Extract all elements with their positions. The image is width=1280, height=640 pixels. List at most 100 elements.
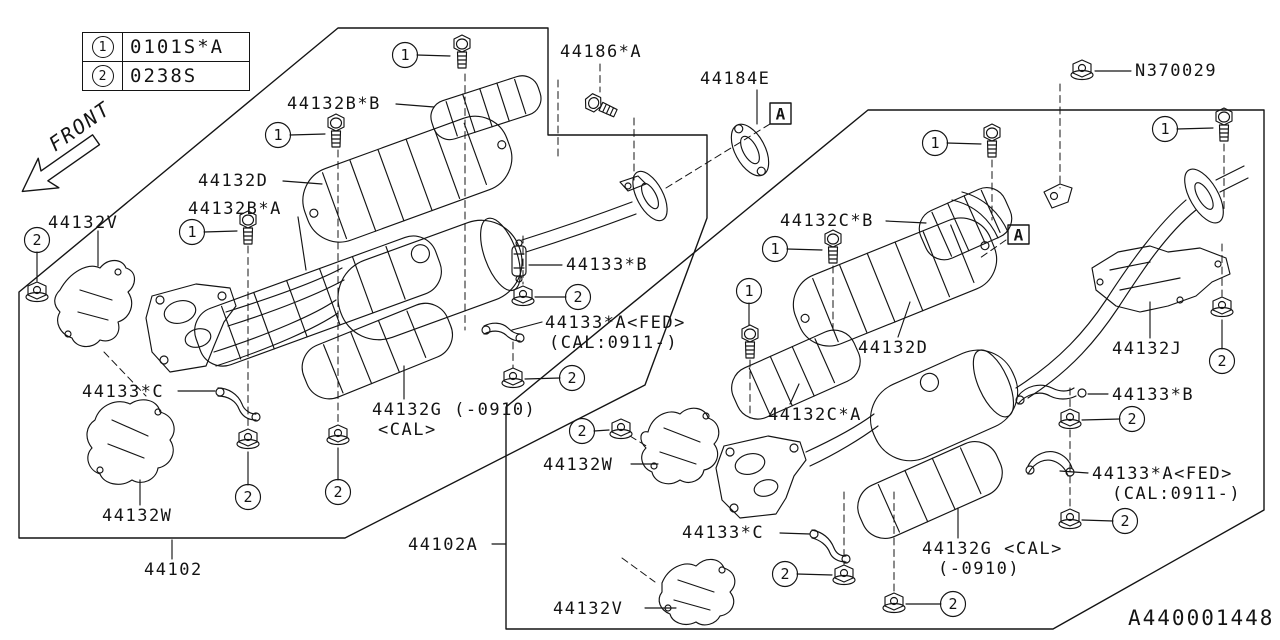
section-marker-box	[1007, 224, 1030, 245]
rear-flange-right	[1184, 168, 1224, 224]
callout-number: 2	[32, 231, 41, 249]
exit-flange-left	[632, 170, 668, 222]
drawing-id: A440001448	[1128, 606, 1274, 630]
rear-pipe-stub-right	[1215, 165, 1249, 193]
part-label-44133-C-R: 44133*C	[682, 523, 764, 543]
nut-icon	[25, 281, 49, 303]
part-label-44133-C-L: 44133*C	[82, 382, 164, 402]
bolt-icon	[581, 91, 620, 122]
heat-shield-44132D-right	[792, 217, 998, 347]
bracket-44133C-left	[215, 387, 261, 422]
callout-number: 1	[770, 240, 779, 258]
right-assembly-outline	[505, 109, 1265, 630]
callout-number: 1	[187, 223, 196, 241]
leader-line-44132B-A	[297, 216, 307, 271]
dashed-construction-line	[621, 557, 656, 583]
callout-leader	[786, 248, 823, 251]
heat-shield-44132D-left	[302, 115, 513, 243]
dashed-construction-line	[103, 351, 147, 397]
exit-pipe-left	[521, 201, 637, 253]
nut-icon	[1070, 59, 1094, 81]
callout-leader	[289, 133, 326, 136]
bolt-icon	[1215, 107, 1233, 142]
heat-shield-44132C-B	[918, 187, 1013, 261]
callout-circle-1	[735, 277, 763, 305]
part-label-44132B-B: 44132B*B	[287, 94, 381, 114]
leader-line-44133-A-R1	[1059, 470, 1089, 474]
manifold-flange-right	[715, 435, 807, 519]
bolt-icon	[741, 324, 759, 359]
callout-circle-1	[921, 129, 949, 157]
callout-circle-2	[558, 364, 586, 392]
nut-icon	[511, 285, 535, 307]
callout-number: 2	[573, 288, 582, 306]
bolt-icon	[983, 123, 1001, 158]
callout-number: 1	[744, 282, 753, 300]
callout-circle-1	[1151, 115, 1179, 143]
nut-icon	[1058, 408, 1082, 430]
callout-number: 1	[1160, 120, 1169, 138]
heat-shield-44132B-B	[430, 75, 542, 141]
front-pipe-left-lower	[213, 299, 339, 367]
front-arrow: FRONT	[21, 96, 115, 193]
nut-icon	[236, 428, 260, 450]
callout-number: 2	[567, 369, 576, 387]
part-label-44132J: 44132J	[1112, 339, 1182, 359]
callout-leader	[593, 429, 610, 432]
hanger-bracket-right-top	[1043, 183, 1073, 209]
leader-line-44132D-R	[897, 301, 911, 338]
part-label-44133-B-L: 44133*B	[566, 255, 648, 275]
heat-shield-44132W-right	[640, 407, 720, 485]
manifold-flange-left	[145, 283, 237, 373]
hanger-44133B-left	[511, 239, 527, 283]
legend-code-1: 0101S*A	[130, 36, 225, 58]
nut-icon	[882, 592, 906, 614]
nut-icon	[609, 418, 633, 440]
section-marker-box	[769, 102, 792, 125]
nut-icon	[326, 424, 350, 446]
callout-number: 2	[1120, 512, 1129, 530]
annotation-overlay: 44132B*B 44186*A 44184E N370029 44132D 44132B…	[23, 34, 1240, 619]
s-pipe-right	[951, 191, 1009, 239]
heat-shield-44132W-left	[86, 399, 175, 485]
part-label-44132D-R: 44132D	[858, 338, 928, 358]
mid-pipe-right	[1015, 199, 1197, 399]
front-pipe-right	[805, 413, 879, 467]
part-label-44132C-B: 44132C*B	[780, 211, 874, 231]
callout-number: 2	[1217, 352, 1226, 370]
callout-circle-2	[1208, 347, 1236, 375]
dashed-construction-line	[629, 435, 649, 448]
part-label-44132B-A: 44132B*A	[188, 199, 282, 219]
heat-shield-44132V-right	[658, 558, 736, 626]
part-label-44184E: 44184E	[700, 69, 770, 89]
part-label-44186-A: 44186*A	[560, 42, 642, 62]
bolt-icon	[453, 34, 471, 69]
section-marker-letter: A	[776, 105, 786, 124]
part-label-44132G-R2: (-0910)	[938, 559, 1020, 579]
callout-circle-2	[771, 560, 799, 588]
leader-line-44132C-B	[885, 220, 927, 224]
leader-line-44132B-B	[395, 103, 435, 108]
callout-leader	[946, 142, 982, 145]
callout-circle-1	[761, 235, 789, 263]
callout-number: 1	[273, 126, 282, 144]
part-label-44133-A-L1: 44133*A<FED>	[545, 313, 686, 333]
part-label-N370029: N370029	[1135, 61, 1217, 81]
bolt-icon	[327, 113, 345, 148]
heat-shield-44132J	[1091, 245, 1231, 313]
nut-icon	[832, 564, 856, 586]
part-label-44132G-L2: <CAL>	[378, 420, 437, 440]
catalytic-converter-left	[337, 217, 523, 341]
callout-leader	[203, 230, 238, 233]
callout-circle-1	[178, 218, 206, 246]
part-label-44132W-R: 44132W	[543, 455, 613, 475]
nut-icon	[501, 367, 525, 389]
callout-circle-2	[23, 226, 51, 254]
callout-circle-2	[1118, 405, 1146, 433]
part-label-44102A: 44102A	[408, 535, 478, 555]
callout-number: 2	[948, 595, 957, 613]
callout-circle-2	[234, 483, 262, 511]
left-assembly-art	[54, 75, 770, 485]
callout-number: 1	[400, 46, 409, 64]
nut-icon	[1210, 296, 1234, 318]
